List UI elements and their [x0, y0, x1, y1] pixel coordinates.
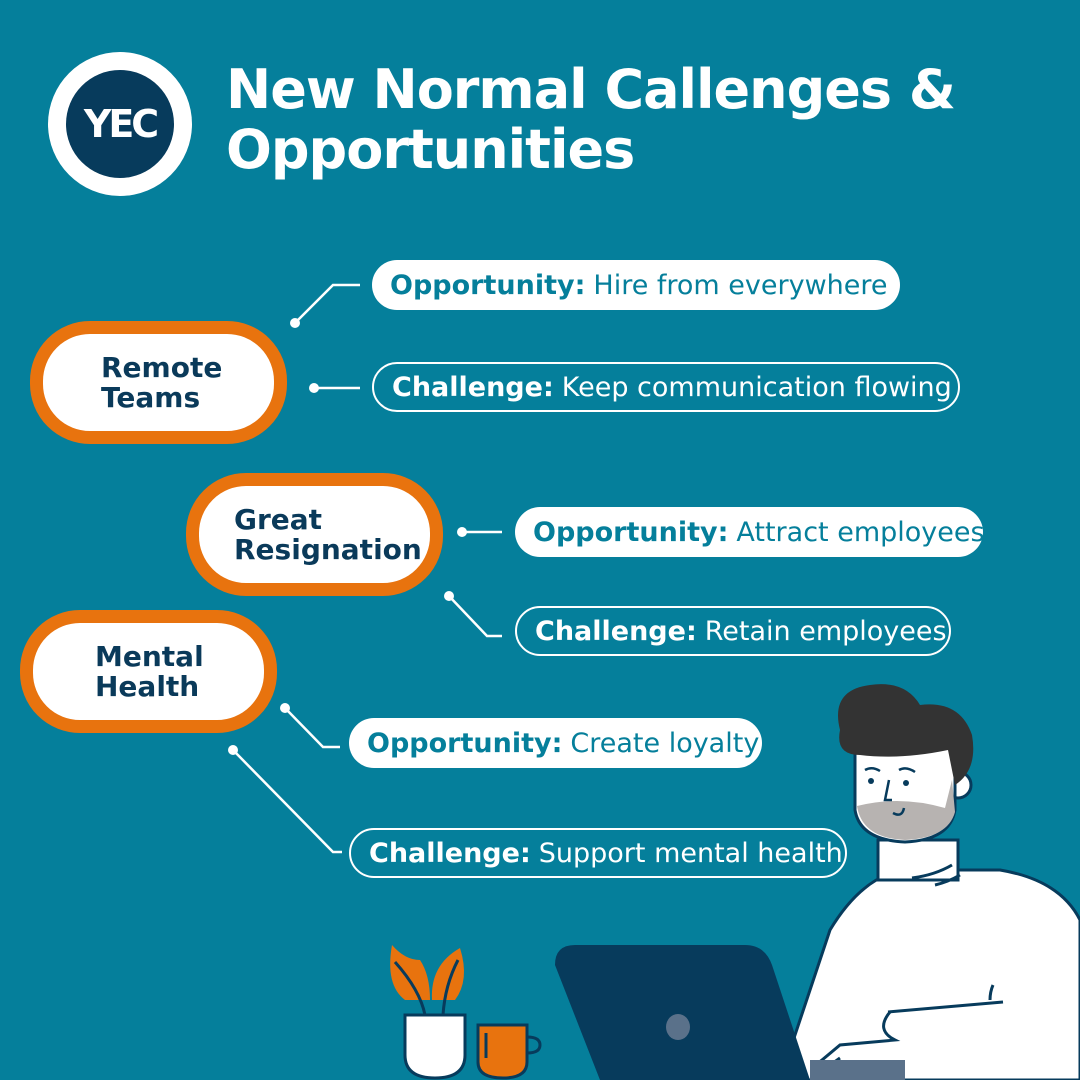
title-line-2: Opportunities: [226, 118, 635, 181]
opportunity-label: Opportunity:: [367, 727, 563, 759]
topic-title: Remote: [101, 350, 223, 384]
plant-leaf-icon: [390, 945, 430, 1000]
challenge-pill: Challenge: Keep communication flowing: [372, 362, 960, 412]
opportunity-text: Attract employees: [736, 516, 985, 548]
challenge-text: Support mental health: [538, 837, 843, 869]
challenge-text: Keep communication flowing: [561, 371, 952, 403]
challenge-text: Retain employees: [704, 615, 947, 647]
logo-text: YEC: [83, 102, 159, 146]
topic-title: Mental: [95, 639, 204, 673]
topic-title: Great: [234, 502, 323, 536]
opportunity-label: Opportunity:: [390, 269, 586, 301]
opportunity-label: Opportunity:: [533, 516, 729, 548]
topic-node-great-resignation: Great Resignation: [186, 473, 443, 596]
challenge-pill: Challenge: Retain employees: [515, 606, 951, 656]
topic-title: Health: [95, 669, 200, 703]
title-line-1: New Normal Callenges &: [226, 58, 956, 121]
page-title: New Normal Callenges & Opportunities: [226, 58, 956, 181]
opportunity-pill: Opportunity: Create loyalty: [349, 718, 762, 768]
challenge-label: Challenge:: [535, 615, 697, 647]
challenge-label: Challenge:: [369, 837, 531, 869]
opportunity-text: Create loyalty: [570, 727, 760, 759]
topic-title: Resignation: [234, 532, 422, 566]
topic-node-remote-teams: Remote Teams: [30, 321, 287, 444]
challenge-pill: Challenge: Support mental health: [349, 828, 847, 878]
plant-pot-icon: [403, 1013, 467, 1080]
laptop-icon: [555, 945, 810, 1080]
opportunity-pill: Opportunity: Attract employees: [515, 507, 985, 557]
opportunity-text: Hire from everywhere: [593, 269, 888, 301]
topic-node-mental-health: Mental Health: [20, 610, 277, 733]
mug-icon: [476, 1023, 529, 1080]
opportunity-pill: Opportunity: Hire from everywhere: [372, 260, 900, 310]
challenge-label: Challenge:: [392, 371, 554, 403]
yec-logo: YEC: [66, 70, 174, 178]
topic-title: Teams: [101, 380, 201, 414]
